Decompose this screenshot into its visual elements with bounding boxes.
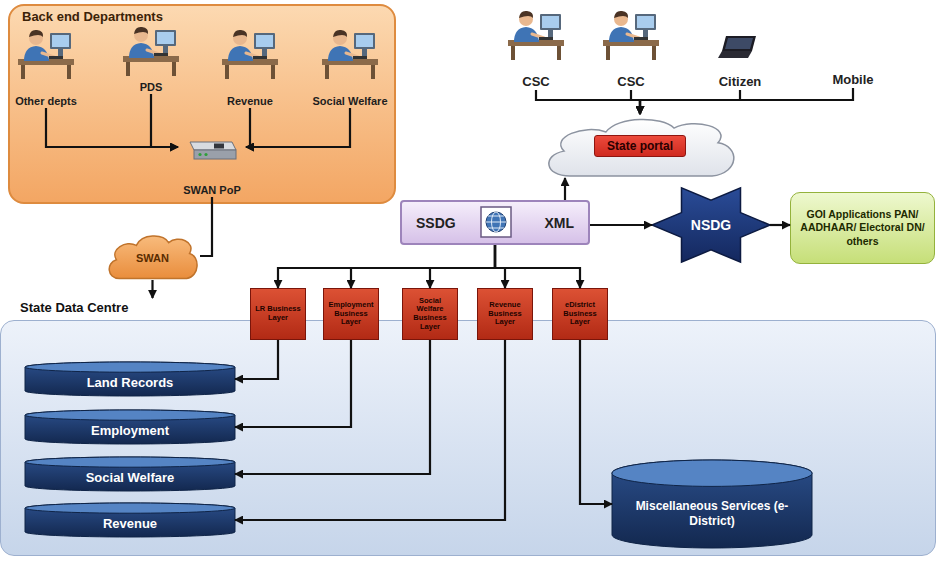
node-label: Land Records	[87, 375, 174, 390]
database-cylinder: Social Welfare	[25, 457, 235, 491]
node-label: State Data Centre	[20, 298, 916, 318]
connector-arrow	[235, 340, 430, 474]
operator-icon	[603, 11, 659, 60]
business-layer-box: eDistrict Business Layer	[552, 288, 608, 340]
connector-arrow	[246, 108, 250, 147]
connector-arrow	[640, 90, 740, 114]
node-label: Social Welfare	[86, 470, 175, 485]
node-label: Employment Business Layer	[326, 301, 376, 327]
connector-arrow	[770, 224, 790, 226]
connector-arrow	[351, 245, 495, 288]
connector-arrow	[278, 245, 495, 288]
node-label: Revenue	[227, 95, 273, 108]
database-cylinder: Revenue	[25, 503, 235, 537]
node-label: eDistrict Business Layer	[555, 301, 605, 327]
connector-arrow	[246, 108, 350, 147]
operator-icon	[508, 11, 564, 60]
node-label: Social Welfare Business Layer	[405, 297, 455, 332]
database-cylinder: Miscellaneous Services (e-District)	[612, 460, 812, 548]
department-operator: PDS	[115, 22, 187, 94]
department-operator: Revenue	[212, 22, 288, 108]
connector-arrow	[495, 245, 505, 288]
state-data-centre: State Data CentreLand RecordsEmploymentS…	[0, 298, 936, 556]
mobile-access-point: Mobile	[815, 62, 891, 88]
node-label: Revenue	[103, 516, 157, 531]
node-label: PDS	[140, 81, 163, 94]
operator-icon	[123, 27, 179, 76]
database-cylinder: Land Records	[25, 362, 235, 396]
department-operator: Social Welfare	[306, 22, 394, 108]
router-icon	[190, 142, 236, 159]
swan-cloud: SWAN	[105, 232, 200, 280]
connector-arrow	[640, 88, 853, 114]
node-label: SWAN PoP	[183, 184, 240, 197]
node-label: Other depts	[15, 95, 77, 108]
business-layer-box: LR Business Layer	[250, 288, 306, 340]
operator-icon	[18, 30, 74, 79]
connector-arrow	[235, 340, 505, 520]
connector-arrow	[151, 280, 153, 298]
operator-icon	[322, 30, 378, 79]
xml-document-icon	[481, 207, 511, 237]
csc-access-point: CSC	[505, 2, 567, 90]
node-label: Citizen	[719, 74, 762, 90]
department-operator: Other depts	[10, 22, 82, 108]
laptop-icon	[718, 36, 756, 58]
node-label: LR Business Layer	[253, 305, 303, 322]
connector-arrow	[590, 224, 652, 226]
database-cylinder: Employment	[25, 410, 235, 444]
state-portal-cloud: State portal	[540, 114, 740, 178]
node-label: NSDG	[691, 217, 731, 233]
node-label: CSC	[617, 74, 644, 90]
connector-arrow	[495, 245, 580, 288]
node-label: Revenue Business Layer	[480, 301, 530, 327]
node-label: Miscellaneous Services (e-District)	[624, 499, 800, 529]
connector-arrow	[564, 178, 566, 200]
operator-icon	[222, 30, 278, 79]
node-label: GOI Applications PAN/ AADHAAR/ Electoral…	[799, 208, 926, 247]
department-panel: Back end DepartmentsOther depts PDS Revenu…	[8, 4, 396, 204]
business-layer-box: Employment Business Layer	[323, 288, 379, 340]
node-label: Social Welfare	[313, 95, 388, 108]
node-label: Employment	[91, 423, 169, 438]
connector-arrow	[536, 90, 640, 114]
connector-arrow	[580, 340, 612, 504]
connector-arrow	[200, 197, 212, 256]
connector-arrow	[631, 90, 640, 114]
node-heading: SSDG	[416, 215, 456, 231]
node-label: Mobile	[832, 72, 873, 88]
desk-operator-icons	[18, 11, 659, 79]
connector-arrow	[46, 108, 178, 147]
connector-arrow	[235, 340, 351, 427]
business-layer-box: Social Welfare Business Layer	[402, 288, 458, 340]
swan-pop-router: SWAN PoP	[178, 135, 246, 197]
node-label: SWAN	[136, 248, 169, 264]
goi-applications-box: GOI Applications PAN/ AADHAAR/ Electoral…	[790, 192, 935, 264]
citizen-access-point: Citizen	[703, 2, 777, 90]
business-layer-box: Revenue Business Layer	[477, 288, 533, 340]
nsdg-star: NSDG	[652, 182, 770, 268]
node-label: State portal	[594, 135, 686, 157]
connector-arrow	[151, 94, 178, 147]
node-label: Back end Departments	[22, 9, 382, 24]
csc-access-point: CSC	[600, 2, 662, 90]
connector-arrow	[235, 340, 278, 379]
node-label: CSC	[522, 74, 549, 90]
ssdg-gateway: SSDG XML	[400, 200, 590, 245]
connector-arrow	[430, 245, 495, 288]
node-label: XML	[544, 215, 574, 231]
